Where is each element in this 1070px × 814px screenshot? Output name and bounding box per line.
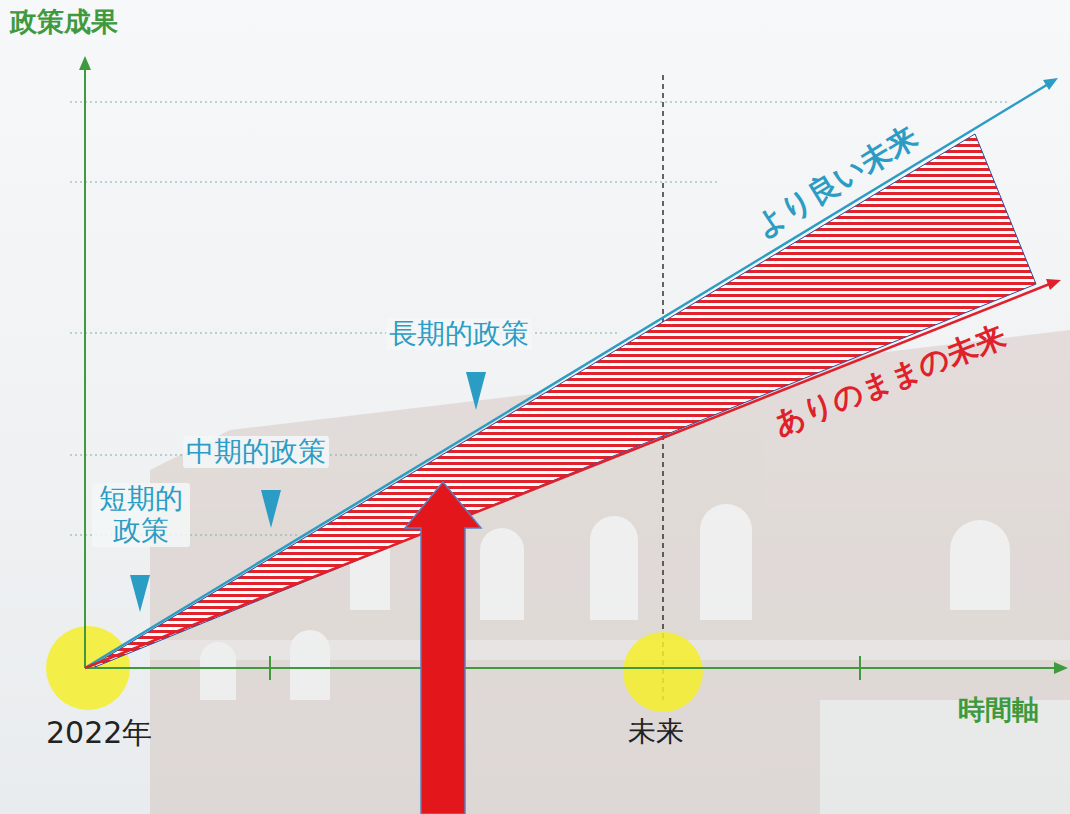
line-arrowhead	[1046, 279, 1061, 290]
gap-region	[95, 134, 1036, 667]
as-is-future-line	[85, 283, 1052, 668]
axis	[85, 66, 1060, 680]
axis-tick-label: 2022年	[46, 716, 152, 751]
better-future-line	[85, 83, 1050, 668]
improvement-arrow	[405, 482, 481, 814]
policy-label: 中期的政策	[183, 436, 329, 468]
axis-arrowhead	[79, 56, 91, 70]
policy-label: 長期的政策	[386, 318, 532, 350]
axis-title: 政策成果	[10, 6, 118, 37]
line-arrowhead	[1043, 78, 1058, 90]
highlight-circle	[623, 632, 703, 712]
policy-label: 短期的 政策	[92, 483, 190, 547]
axis-tick-label: 未来	[628, 716, 684, 748]
axis-arrowhead	[1054, 662, 1068, 674]
axis-title: 時間軸	[958, 694, 1039, 725]
